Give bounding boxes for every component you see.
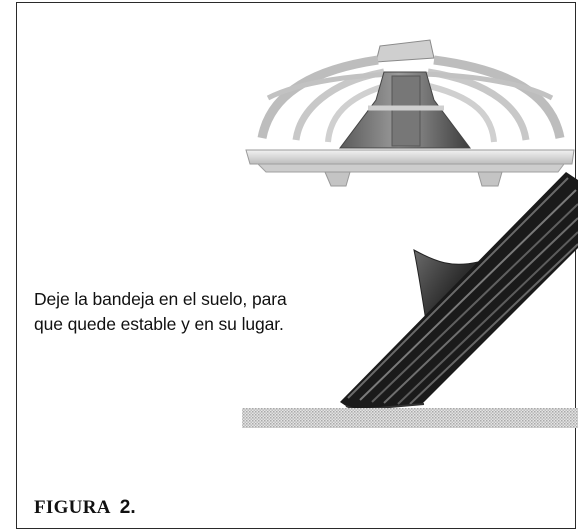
instruction-line-2: que quede estable y en su lugar.	[34, 314, 284, 334]
figure-caption: FIGURA 2.	[34, 497, 136, 519]
feeder-pan	[245, 39, 575, 187]
instruction-text: Deje la bandeja en el suelo, para que qu…	[34, 287, 374, 337]
figure-caption-dot: .	[130, 497, 136, 518]
floor-surface	[242, 408, 578, 428]
corrugated-tray	[340, 172, 578, 412]
figure-caption-word: FIGURA	[34, 497, 111, 518]
figure-caption-number: 2	[119, 497, 131, 518]
instruction-line-1: Deje la bandeja en el suelo, para	[34, 289, 287, 309]
